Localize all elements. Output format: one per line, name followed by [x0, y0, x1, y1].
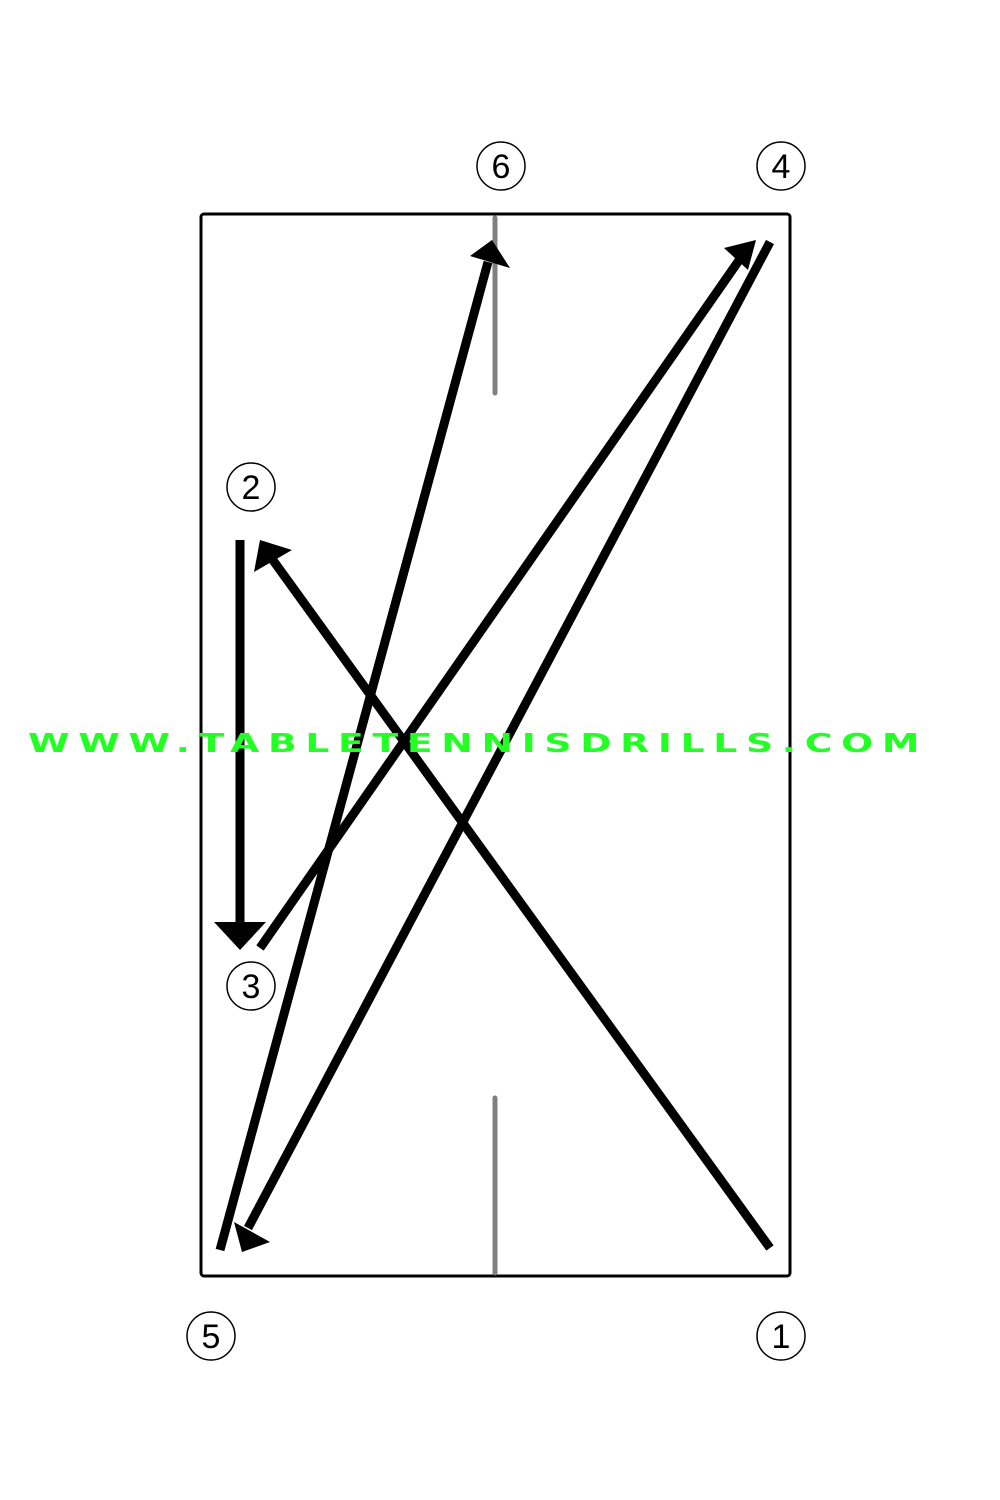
marker-2: 2: [226, 462, 276, 512]
marker-circle: [476, 141, 526, 191]
shot-arrows: [214, 239, 774, 1252]
marker-label: 3: [242, 968, 261, 1006]
marker-label: 4: [772, 148, 791, 186]
arrowhead-2-to-3: [214, 922, 266, 950]
watermark-text: WWW.TABLETENNISDRILLS.COM: [28, 729, 928, 759]
marker-5: 5: [186, 1311, 236, 1361]
marker-circle: [756, 141, 806, 191]
arrow-1-to-2: [258, 542, 774, 1251]
marker-6: 6: [476, 141, 526, 191]
arrow-5-to-6: [215, 260, 493, 1252]
arrow-3-to-4: [256, 253, 746, 951]
arrowhead-5-to-6: [470, 240, 510, 268]
arrow-4-to-5: [244, 239, 774, 1231]
arrowhead-1-to-2: [254, 540, 292, 572]
table-outline: [199, 212, 792, 1278]
marker-circle: [226, 961, 276, 1011]
marker-label: 6: [492, 148, 511, 186]
arrowhead-4-to-5: [234, 1222, 270, 1252]
marker-4: 4: [756, 141, 806, 191]
marker-label: 2: [242, 469, 261, 507]
marker-label: 1: [772, 1318, 791, 1356]
marker-circle: [186, 1311, 236, 1361]
marker-3: 3: [226, 961, 276, 1011]
marker-circle: [756, 1311, 806, 1361]
marker-circle: [226, 462, 276, 512]
marker-1: 1: [756, 1311, 806, 1361]
arrowhead-3-to-4: [724, 240, 756, 270]
marker-label: 5: [202, 1318, 221, 1356]
